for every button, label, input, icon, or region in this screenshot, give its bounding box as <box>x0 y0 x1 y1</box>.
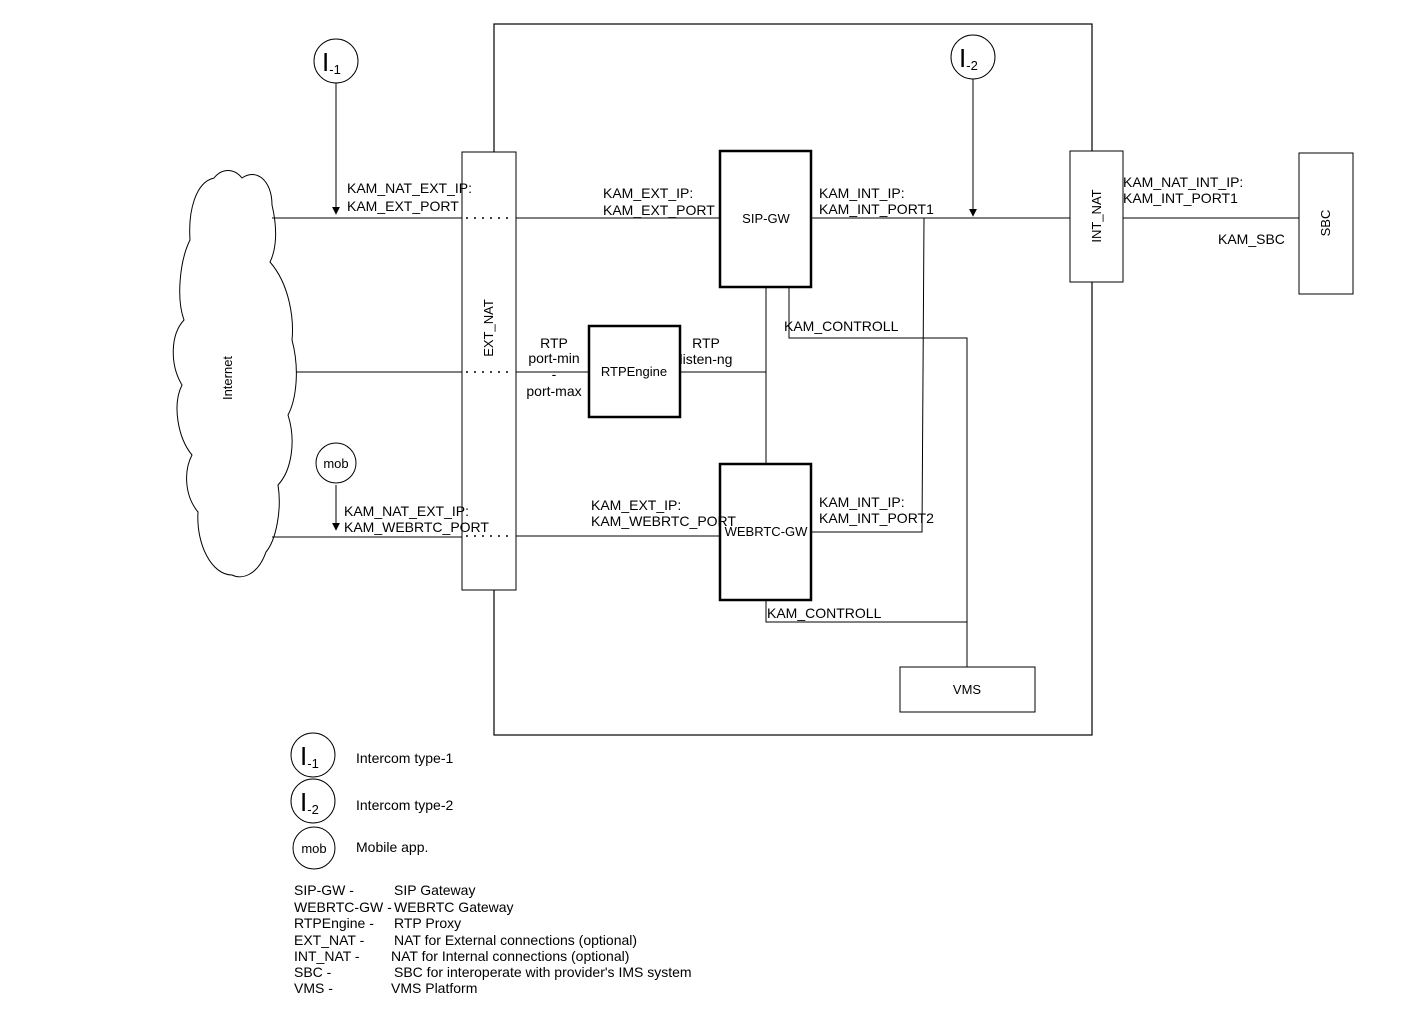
legend-mob-text: Mobile app. <box>356 839 428 855</box>
label-ext-ip-sip: KAM_EXT_IP: <box>603 185 693 201</box>
svg-text:NAT for External connections (: NAT for External connections (optional) <box>394 932 637 948</box>
svg-text:I-2: I-2 <box>300 787 319 817</box>
svg-text:RTP Proxy: RTP Proxy <box>394 915 461 931</box>
svg-text:mob: mob <box>301 841 326 856</box>
label-rtp-left-4: port-max <box>526 383 581 399</box>
mob-marker-label: mob <box>323 456 348 471</box>
webrtc-gw-label: WEBRTC-GW <box>725 524 809 539</box>
line-webrtcgw-intnat <box>811 217 925 533</box>
label-webrtc-port-2: KAM_WEBRTC_PORT <box>344 519 489 535</box>
label-ext-port-1: KAM_EXT_PORT <box>347 198 459 214</box>
label-nat-ext-ip-1: KAM_NAT_EXT_IP: <box>347 180 472 196</box>
legend-intercom1-text: Intercom type-1 <box>356 750 453 766</box>
line-webrtcgw-vms-control <box>765 600 967 623</box>
label-nat-int-ip: KAM_NAT_INT_IP: <box>1123 174 1243 190</box>
label-int-port1-sip: KAM_INT_PORT1 <box>819 201 934 217</box>
rtpengine-node[interactable]: RTPEngine <box>587 324 682 419</box>
sbc-label: SBC <box>1318 210 1333 237</box>
svg-text:EXT_NAT -: EXT_NAT - <box>294 932 365 948</box>
vms-node[interactable]: VMS <box>899 666 1036 713</box>
label-rtp-right-2: listen-ng <box>680 351 733 367</box>
legend-intercom2: I-2 Intercom type-2 <box>290 778 453 824</box>
label-int-port2-webrtc: KAM_INT_PORT2 <box>819 510 934 526</box>
int-nat-node[interactable]: INT_NAT <box>1069 150 1124 283</box>
platform-boundary <box>493 23 1093 736</box>
label-kam-controll-2: KAM_CONTROLL <box>767 605 882 621</box>
label-ext-port-sip: KAM_EXT_PORT <box>603 202 715 218</box>
svg-text:WEBRTC Gateway: WEBRTC Gateway <box>394 899 514 915</box>
label-int-ip-sip: KAM_INT_IP: <box>819 185 905 201</box>
legend-abbreviations: SIP-GW - SIP Gateway WEBRTC-GW - WEBRTC … <box>294 882 692 996</box>
svg-text:INT_NAT -: INT_NAT - <box>294 948 360 964</box>
sip-gw-node[interactable]: SIP-GW <box>718 149 813 289</box>
label-kam-controll-1: KAM_CONTROLL <box>784 318 899 334</box>
svg-text:I-1: I-1 <box>300 741 319 771</box>
svg-text:SIP-GW -: SIP-GW - <box>294 882 354 898</box>
label-rtp-left-2: port-min <box>528 350 579 366</box>
sbc-node[interactable]: SBC <box>1298 152 1354 295</box>
label-rtp-left-1: RTP <box>540 335 568 351</box>
internet-cloud[interactable]: Internet <box>172 170 297 578</box>
label-rtp-left-3: - <box>552 366 557 382</box>
svg-text:I-1: I-1 <box>322 47 341 77</box>
vms-label: VMS <box>953 682 982 697</box>
label-int-ip-webrtc: KAM_INT_IP: <box>819 494 905 510</box>
internet-label: Internet <box>220 356 235 400</box>
svg-text:WEBRTC-GW -: WEBRTC-GW - <box>294 899 392 915</box>
sip-gw-label: SIP-GW <box>742 211 790 226</box>
svg-text:SBC -: SBC - <box>294 964 332 980</box>
label-kam-sbc: KAM_SBC <box>1218 231 1285 247</box>
label-rtp-right-1: RTP <box>692 335 720 351</box>
svg-text:VMS Platform: VMS Platform <box>391 980 477 996</box>
svg-text:VMS -: VMS - <box>294 980 333 996</box>
label-nat-ext-ip-2: KAM_NAT_EXT_IP: <box>344 503 469 519</box>
rtpengine-label: RTPEngine <box>601 364 667 379</box>
edge-labels: KAM_NAT_EXT_IP: KAM_EXT_PORT KAM_EXT_IP:… <box>344 174 1285 621</box>
legend-mob: mob Mobile app. <box>292 826 428 870</box>
label-ext-ip-webrtc: KAM_EXT_IP: <box>591 497 681 513</box>
legend-intercom1: I-1 Intercom type-1 <box>290 732 453 778</box>
legend: I-1 Intercom type-1 I-2 Intercom type-2 … <box>290 732 692 996</box>
svg-text:I-2: I-2 <box>959 43 978 73</box>
svg-text:NAT for Internal connections (: NAT for Internal connections (optional) <box>391 948 629 964</box>
intercom1-marker[interactable]: I-1 <box>313 38 359 84</box>
ext-nat-label: EXT_NAT <box>481 299 496 357</box>
svg-text:SIP Gateway: SIP Gateway <box>394 882 475 898</box>
intercom2-marker[interactable]: I-2 <box>950 34 996 80</box>
label-int-port1-nat: KAM_INT_PORT1 <box>1123 190 1238 206</box>
label-webrtc-port-webrtc: KAM_WEBRTC_PORT <box>591 513 736 529</box>
int-nat-label: INT_NAT <box>1089 189 1104 242</box>
legend-intercom2-text: Intercom type-2 <box>356 797 453 813</box>
svg-text:SBC for interoperate with prov: SBC for interoperate with provider's IMS… <box>394 964 692 980</box>
webrtc-gw-node[interactable]: WEBRTC-GW <box>718 462 813 602</box>
line-sipgw-vms-control <box>788 287 968 667</box>
svg-text:RTPEngine -: RTPEngine - <box>294 915 374 931</box>
mob-marker[interactable]: mob <box>315 442 357 484</box>
ext-nat-node[interactable]: EXT_NAT <box>461 151 517 591</box>
